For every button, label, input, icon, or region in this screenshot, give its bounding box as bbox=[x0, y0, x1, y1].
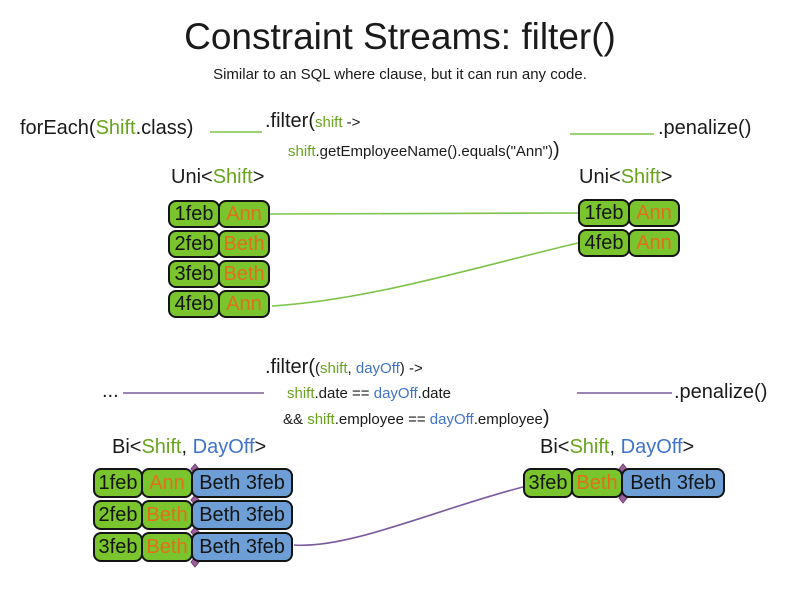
shift-employee-cell: Ann bbox=[628, 199, 680, 227]
shift-employee-cell: Beth bbox=[141, 500, 193, 530]
bi-left-label-pre: Bi< bbox=[112, 436, 142, 458]
code-close-paren: ) bbox=[542, 407, 550, 429]
bi-left-label-post: > bbox=[254, 436, 267, 458]
code-foreach-pre: forEach( bbox=[20, 117, 96, 139]
uni-right-table: 1feb Ann 4feb Ann bbox=[578, 199, 682, 257]
code-filter1-param: shift bbox=[315, 114, 343, 131]
code-text-token: .date bbox=[417, 385, 452, 402]
bi-right-label-shift: Shift bbox=[569, 436, 610, 458]
uni-right-label-post: > bbox=[660, 166, 673, 188]
table-row: 4feb Ann bbox=[168, 290, 270, 318]
shift-date-cell: 2feb bbox=[168, 230, 220, 258]
shift-date-cell: 3feb bbox=[523, 468, 573, 498]
uni-left-label-pre: Uni< bbox=[171, 166, 213, 188]
code-filter2-param2: dayOff bbox=[355, 360, 400, 377]
connector-1feb-ann bbox=[269, 212, 579, 215]
table-row: 2feb Beth bbox=[168, 230, 270, 258]
uni-left-label-post: > bbox=[252, 166, 265, 188]
uni-right-label-type: Shift bbox=[620, 166, 661, 188]
table-row: 3feb Beth bbox=[168, 260, 270, 288]
code-filter2-open: ( bbox=[315, 360, 320, 377]
shift-employee-cell: Ann bbox=[218, 290, 270, 318]
table-row: 3feb Beth Beth 3feb bbox=[523, 468, 725, 498]
shift-date-cell: 4feb bbox=[168, 290, 220, 318]
code-text-token: .date == bbox=[314, 385, 374, 402]
uni-right-label-pre: Uni< bbox=[579, 166, 621, 188]
code-shift-token: shift bbox=[307, 411, 335, 428]
page-title: Constraint Streams: filter() bbox=[184, 16, 616, 57]
page-subtitle: Similar to an SQL where clause, but it c… bbox=[213, 66, 587, 83]
dayoff-cell: Beth 3feb bbox=[191, 532, 293, 562]
connector-4feb-ann bbox=[271, 242, 579, 307]
bi-left-label-sep: , bbox=[181, 436, 193, 458]
connector-bi-3feb bbox=[293, 486, 524, 547]
code-filter2-pre: .filter( bbox=[265, 356, 315, 378]
code-filter1-head: .filter(shift -> bbox=[265, 110, 360, 133]
dayoff-cell: Beth 3feb bbox=[621, 468, 725, 498]
table-row: 4feb Ann bbox=[578, 229, 680, 257]
code-filter2-sep: , bbox=[347, 360, 356, 377]
uni-left-label: Uni<Shift> bbox=[171, 166, 264, 189]
shift-date-cell: 3feb bbox=[168, 260, 220, 288]
table-row: 1feb Ann bbox=[168, 200, 270, 228]
shift-employee-cell: Beth bbox=[218, 230, 270, 258]
code-filter2-close: ) bbox=[399, 360, 405, 377]
bi-left-table: 1feb Ann Beth 3feb 2feb Beth Beth 3feb 3… bbox=[93, 468, 295, 562]
table-row: 1feb Ann Beth 3feb bbox=[93, 468, 293, 498]
bi-right-label-sep: , bbox=[609, 436, 621, 458]
dayoff-cell: Beth 3feb bbox=[191, 500, 293, 530]
code-text-token: .employee == bbox=[334, 411, 430, 428]
code-foreach-post: .class) bbox=[135, 117, 194, 139]
code-filter2-param1: shift bbox=[320, 360, 348, 377]
shift-date-cell: 2feb bbox=[93, 500, 143, 530]
code-filter1-arrow: -> bbox=[342, 114, 361, 131]
code-filter1-body-param: shift bbox=[288, 143, 316, 160]
shift-employee-cell: Beth bbox=[218, 260, 270, 288]
uni-left-table: 1feb Ann 2feb Beth 3feb Beth 4feb Ann bbox=[168, 200, 272, 318]
shift-date-cell: 1feb bbox=[578, 199, 630, 227]
code-foreach: forEach(Shift.class) bbox=[20, 117, 193, 140]
shift-date-cell: 4feb bbox=[578, 229, 630, 257]
code-dayoff-token: dayOff bbox=[429, 411, 474, 428]
code-text-token: .employee bbox=[473, 411, 543, 428]
code-filter1-body: shift.getEmployeeName().equals("Ann")) bbox=[288, 139, 560, 162]
code-upstream-dots: ... bbox=[102, 380, 119, 402]
table-row: 1feb Ann bbox=[578, 199, 680, 227]
code-filter2-line2: shift.date == dayOff.date bbox=[287, 385, 451, 402]
bi-right-label-post: > bbox=[682, 436, 695, 458]
code-dayoff-token: dayOff bbox=[373, 385, 418, 402]
bi-left-label-dayoff: DayOff bbox=[192, 436, 255, 458]
uni-right-label: Uni<Shift> bbox=[579, 166, 672, 189]
bi-left-label: Bi<Shift, DayOff> bbox=[112, 436, 266, 459]
bi-right-label: Bi<Shift, DayOff> bbox=[540, 436, 694, 459]
shift-employee-cell: Beth bbox=[571, 468, 623, 498]
shift-employee-cell: Ann bbox=[628, 229, 680, 257]
shift-employee-cell: Beth bbox=[141, 532, 193, 562]
bi-right-label-dayoff: DayOff bbox=[620, 436, 683, 458]
bi-left-label-shift: Shift bbox=[141, 436, 182, 458]
code-filter2-arrow: -> bbox=[404, 360, 423, 377]
code-penalize2: .penalize() bbox=[674, 381, 768, 403]
table-row: 3feb Beth Beth 3feb bbox=[93, 532, 293, 562]
code-filter2-line3: && shift.employee == dayOff.employee) bbox=[283, 407, 550, 430]
shift-date-cell: 1feb bbox=[93, 468, 143, 498]
bi-right-table: 3feb Beth Beth 3feb bbox=[523, 468, 729, 498]
code-filter1-body-rest: .getEmployeeName().equals("Ann") bbox=[315, 143, 553, 160]
code-filter1-pre: .filter( bbox=[265, 110, 315, 132]
bi-right-label-pre: Bi< bbox=[540, 436, 570, 458]
code-foreach-class: Shift bbox=[95, 117, 136, 139]
dayoff-cell: Beth 3feb bbox=[191, 468, 293, 498]
code-filter2-head: .filter((shift, dayOff) -> bbox=[265, 356, 423, 379]
shift-date-cell: 1feb bbox=[168, 200, 220, 228]
uni-left-label-type: Shift bbox=[212, 166, 253, 188]
code-filter1-body-close: ) bbox=[552, 139, 560, 161]
table-row: 2feb Beth Beth 3feb bbox=[93, 500, 293, 530]
code-penalize1: .penalize() bbox=[658, 117, 752, 139]
shift-employee-cell: Ann bbox=[141, 468, 193, 498]
code-text-token: && bbox=[283, 411, 308, 428]
code-shift-token: shift bbox=[287, 385, 315, 402]
shift-date-cell: 3feb bbox=[93, 532, 143, 562]
shift-employee-cell: Ann bbox=[218, 200, 270, 228]
